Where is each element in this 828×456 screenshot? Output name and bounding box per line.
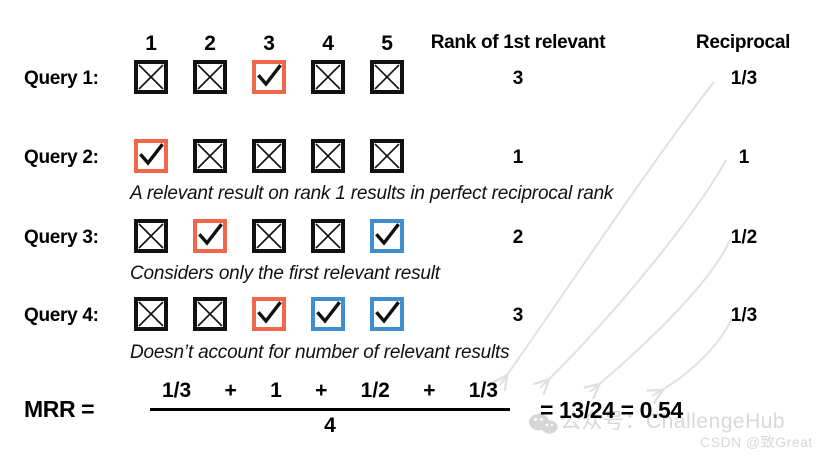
rank-value-2: 1 — [512, 147, 524, 168]
rank-value-4: 3 — [512, 305, 524, 326]
cross-icon — [197, 143, 223, 169]
mrr-denominator: 4 — [324, 414, 336, 437]
cross-icon — [256, 143, 282, 169]
rank-column-header: Rank of 1st relevant — [430, 32, 606, 53]
result-cell-q2-r4-not-relevant — [311, 139, 345, 173]
cross-icon — [138, 301, 164, 327]
reciprocal-value-2: 1 — [738, 147, 750, 168]
result-cell-q3-r2-relevant-first — [193, 219, 227, 253]
column-header-4: 4 — [322, 32, 334, 55]
check-icon — [257, 64, 282, 87]
cross-icon — [138, 64, 164, 90]
mrr-operator-2: + — [315, 379, 328, 402]
reciprocal-value-1: 1/3 — [730, 68, 758, 89]
check-icon — [139, 143, 164, 166]
result-cell-q4-r4-relevant — [311, 297, 345, 331]
cross-icon — [256, 223, 282, 249]
wechat-icon — [529, 413, 558, 434]
mrr-label: MRR = — [24, 396, 95, 422]
result-cell-q3-r5-relevant — [370, 219, 404, 253]
result-cell-q3-r1-not-relevant — [134, 219, 168, 253]
mrr-result: = 13/24 = 0.54 — [540, 397, 683, 423]
fraction-bar — [150, 408, 510, 411]
cross-icon — [315, 143, 341, 169]
check-icon — [316, 301, 341, 324]
result-cell-q1-r2-not-relevant — [193, 60, 227, 94]
column-header-5: 5 — [381, 32, 393, 55]
result-cell-q1-r1-not-relevant — [134, 60, 168, 94]
result-cell-q1-r4-not-relevant — [311, 60, 345, 94]
query-label-4: Query 4: — [24, 305, 99, 326]
mrr-fraction: 1/3 + 1 + 1/2 + 1/3 4 — [150, 378, 510, 439]
annotation-4: Doesn’t account for number of relevant r… — [130, 342, 510, 363]
rank-value-3: 2 — [512, 227, 524, 248]
check-icon — [198, 223, 223, 246]
result-cell-q4-r5-relevant — [370, 297, 404, 331]
result-cell-q2-r1-relevant-first — [134, 139, 168, 173]
query-label-1: Query 1: — [24, 68, 99, 89]
check-icon — [375, 223, 400, 246]
check-icon — [257, 301, 282, 324]
mrr-term-3: 1/2 — [360, 379, 390, 402]
cross-icon — [315, 223, 341, 249]
result-cell-q4-r1-not-relevant — [134, 297, 168, 331]
column-header-1: 1 — [145, 32, 157, 55]
result-cell-q4-r2-not-relevant — [193, 297, 227, 331]
mrr-term-2: 1 — [270, 379, 282, 402]
cross-icon — [197, 301, 223, 327]
reciprocal-column-header: Reciprocal — [695, 32, 791, 53]
check-icon — [375, 301, 400, 324]
result-cell-q4-r3-relevant-first — [252, 297, 286, 331]
annotation-2: A relevant result on rank 1 results in p… — [130, 183, 614, 204]
watermark-sub: CSDN @致Great — [700, 434, 813, 450]
rank-value-1: 3 — [512, 68, 524, 89]
reciprocal-value-3: 1/2 — [730, 227, 758, 248]
result-cell-q2-r5-not-relevant — [370, 139, 404, 173]
mrr-numerator: 1/3 + 1 + 1/2 + 1/3 — [150, 378, 510, 404]
column-header-2: 2 — [204, 32, 216, 55]
mrr-operator-1: + — [224, 379, 237, 402]
cross-icon — [138, 223, 164, 249]
result-cell-q2-r2-not-relevant — [193, 139, 227, 173]
result-cell-q1-r5-not-relevant — [370, 60, 404, 94]
result-cell-q1-r3-relevant-first — [252, 60, 286, 94]
result-cell-q2-r3-not-relevant — [252, 139, 286, 173]
reciprocal-value-4: 1/3 — [730, 305, 758, 326]
column-header-3: 3 — [263, 32, 275, 55]
mrr-term-1: 1/3 — [162, 379, 192, 402]
result-cell-q3-r3-not-relevant — [252, 219, 286, 253]
result-cell-q3-r4-not-relevant — [311, 219, 345, 253]
mrr-operator-3: + — [423, 379, 436, 402]
cross-icon — [374, 143, 400, 169]
query-label-3: Query 3: — [24, 227, 99, 248]
cross-icon — [374, 64, 400, 90]
mrr-term-4: 1/3 — [468, 379, 498, 402]
annotation-3: Considers only the first relevant result — [130, 263, 440, 284]
cross-icon — [315, 64, 341, 90]
query-label-2: Query 2: — [24, 147, 99, 168]
cross-icon — [197, 64, 223, 90]
watermark-main: 公众号：ChallengeHub — [560, 410, 786, 433]
